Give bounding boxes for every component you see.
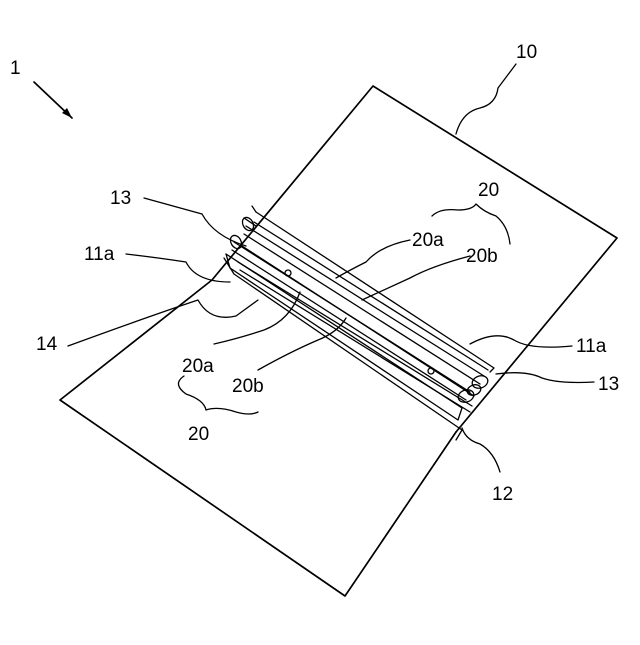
label-wall-left: 11a (84, 244, 115, 265)
label-bracket-top: 20 (478, 180, 499, 201)
leader-part-12 (462, 428, 500, 472)
leader-end-right (496, 373, 594, 383)
leader-sheet (456, 64, 516, 134)
leader-lines (34, 64, 594, 472)
label-device: 1 (10, 58, 21, 79)
leader-rod-b-bottom (258, 318, 346, 370)
leader-wall-right (470, 336, 572, 347)
label-part-12: 12 (492, 484, 513, 505)
rod-assembly (226, 222, 488, 420)
label-part-14: 14 (36, 334, 58, 355)
sheet-upper-half (212, 86, 617, 432)
label-bracket-bottom: 20 (188, 424, 209, 445)
label-end-top: 13 (110, 188, 131, 209)
label-rod-b-top: 20b (466, 246, 498, 267)
leader-rod-a-top (336, 240, 410, 278)
channel-floor-line-2 (238, 262, 472, 406)
channel-far-wall (252, 206, 494, 372)
label-end-right: 13 (598, 374, 619, 395)
label-rod-b-bottom: 20b (232, 376, 264, 397)
label-rod-a-top: 20a (412, 230, 444, 251)
channel-near-wall (224, 258, 462, 440)
label-rod-a-bottom: 20a (182, 356, 214, 377)
channel (224, 206, 494, 440)
label-wall-right: 11a (576, 336, 607, 357)
rod-upper-edge-1 (246, 226, 484, 376)
rear-rod-edge-2 (242, 246, 474, 396)
reference-labels: 1 10 20 13 20a 20b 11a 14 20a 20b 20 11a… (10, 42, 619, 505)
leader-rod-b-top (362, 256, 470, 300)
brackets (178, 204, 510, 414)
label-sheet: 10 (516, 42, 537, 63)
leader-part-14 (68, 300, 258, 346)
